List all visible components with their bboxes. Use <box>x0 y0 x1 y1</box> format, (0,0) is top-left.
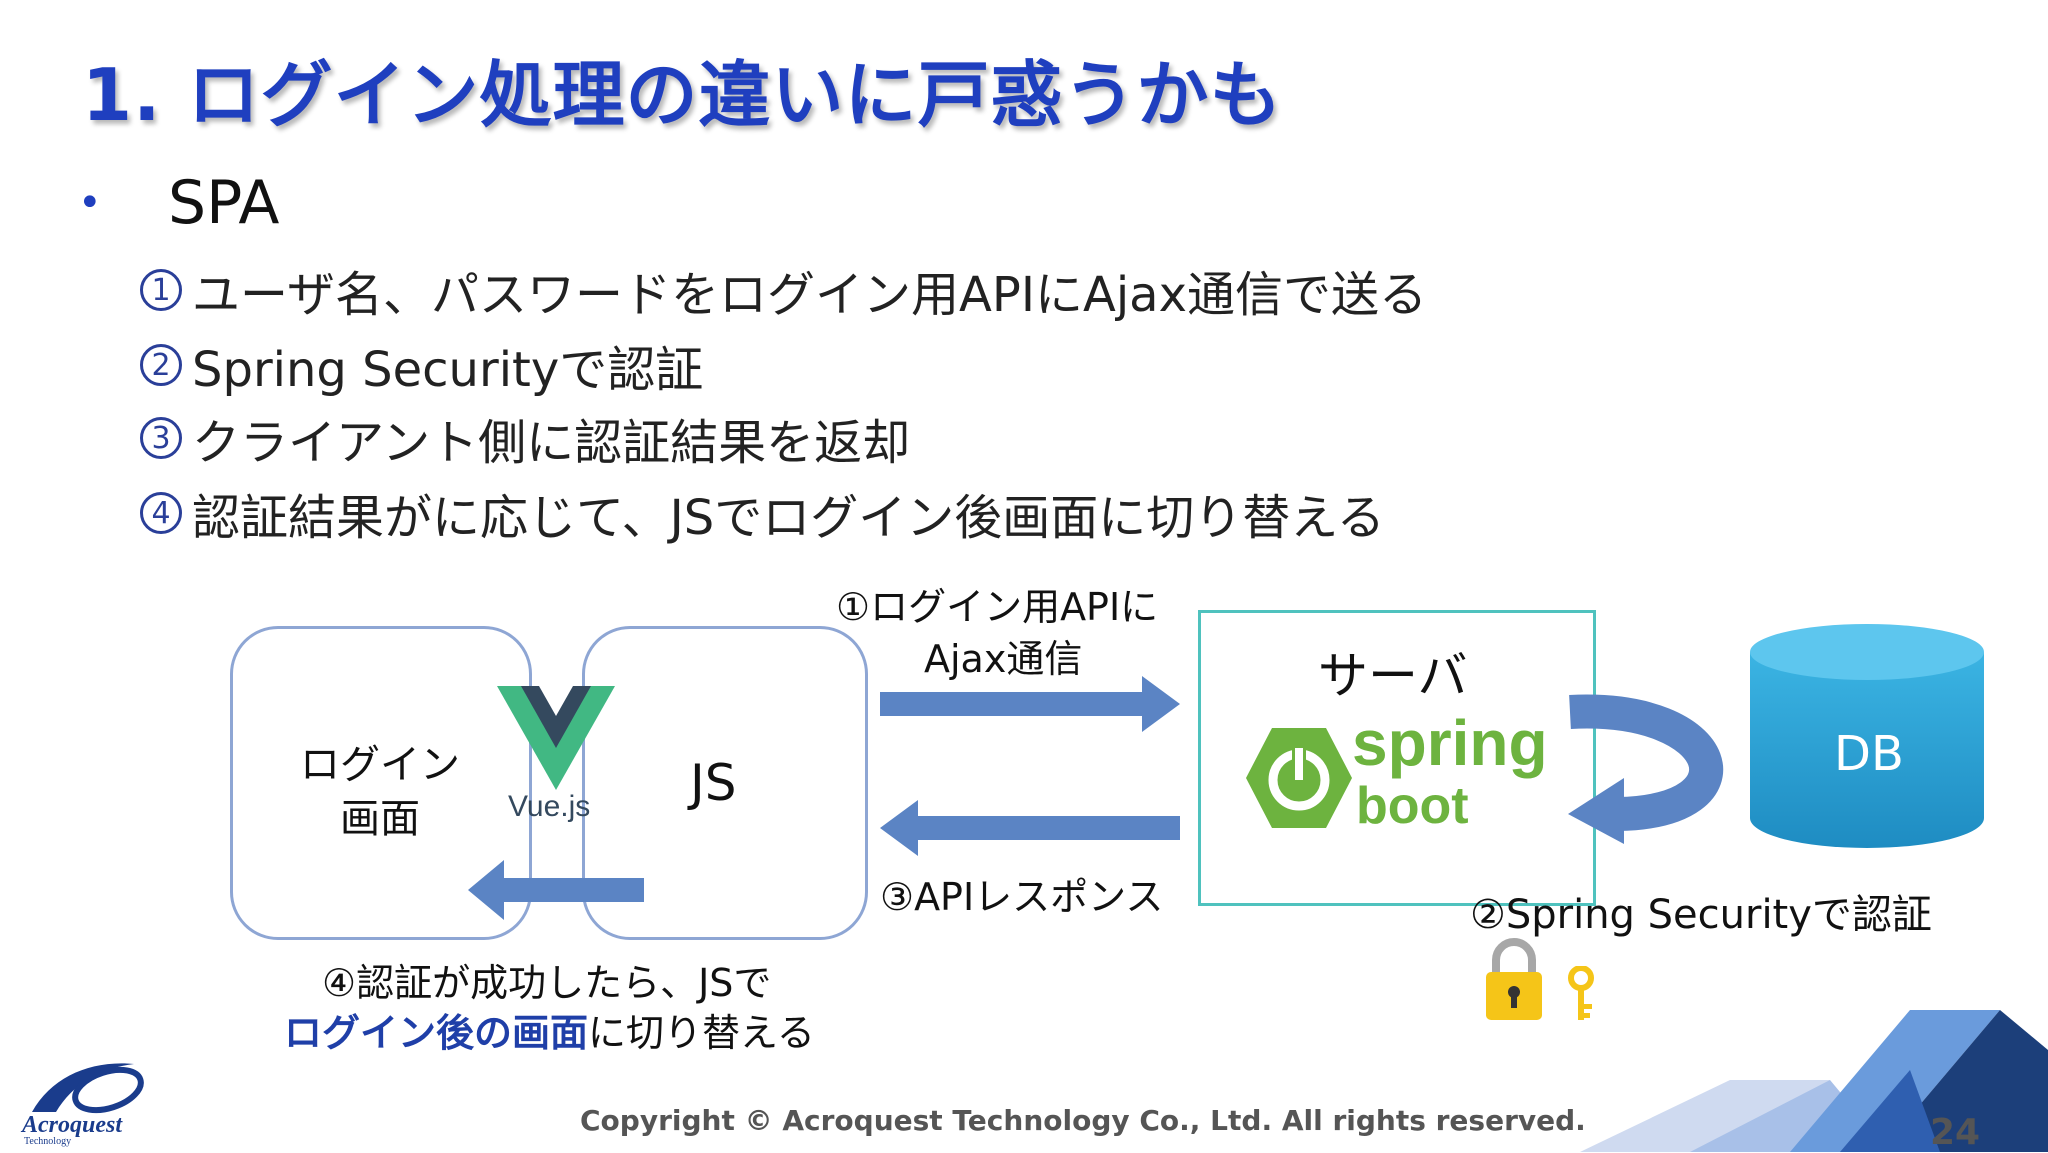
acroquest-logo-icon <box>32 1063 144 1114</box>
response-arrow-icon <box>880 800 1180 856</box>
page-number: 24 <box>1930 1112 1981 1153</box>
step-text-3: クライアント側に認証結果を返却 <box>192 415 911 471</box>
decorative-triangles-icon <box>1580 1010 2048 1152</box>
step-text-2: Spring Securityで認証 <box>192 342 704 398</box>
switch-label-1: ④認証が成功したら、JSで <box>322 961 772 1005</box>
switch-label-rest: に切り替える <box>588 1011 815 1055</box>
logo-text: Acroquest <box>22 1112 123 1138</box>
db-label: DB <box>1834 726 1904 782</box>
copyright-text: Copyright © Acroquest Technology Co., Lt… <box>580 1104 1586 1137</box>
request-label-1: ①ログイン用APIに <box>836 585 1159 629</box>
slide-title: 1. ログイン処理の違いに戸惑うかも <box>82 53 1283 137</box>
response-label: ③APIレスポンス <box>880 875 1164 919</box>
step-number-1: 1 <box>140 269 182 311</box>
lock-icon <box>1486 938 1542 1020</box>
server-label: サーバ <box>1318 647 1468 705</box>
key-icon <box>1568 966 1594 1020</box>
bullet-label: SPA <box>168 168 280 238</box>
vue-label: Vue.js <box>508 790 591 823</box>
step-number-4: 4 <box>140 492 182 534</box>
logo-subtext: Technology <box>24 1136 72 1147</box>
vue-logo-icon <box>497 686 615 790</box>
step-text-1: ユーザ名、パスワードをログイン用APIにAjax通信で送る <box>192 267 1427 323</box>
step-2: 2 Spring Securityで認証 <box>140 330 703 400</box>
step-3: 3 クライアント側に認証結果を返却 <box>140 403 910 473</box>
switch-screen-arrow-icon <box>468 860 644 920</box>
boot-label: boot <box>1356 777 1469 835</box>
switch-label-strong: ログイン後の画面 <box>284 1011 589 1055</box>
request-label-2: Ajax通信 <box>924 637 1083 681</box>
step-number-3: 3 <box>140 417 182 459</box>
step-1: 1 ユーザ名、パスワードをログイン用APIにAjax通信で送る <box>140 255 1427 325</box>
login-screen-label-2: 画面 <box>340 796 420 842</box>
request-arrow-icon <box>880 676 1180 732</box>
auth-label: ②Spring Securityで認証 <box>1470 892 1932 938</box>
step-text-4: 認証結果がに応じて、JSでログイン後画面に切り替える <box>192 490 1385 546</box>
spring-label: spring <box>1352 707 1548 779</box>
login-screen-label-1: ログイン <box>300 742 460 788</box>
step-4: 4 認証結果がに応じて、JSでログイン後画面に切り替える <box>140 478 1385 548</box>
auth-loop-arrow-icon <box>1568 694 1724 844</box>
js-label: JS <box>690 754 737 812</box>
spring-power-icon <box>1246 728 1352 828</box>
database-icon <box>1750 624 1984 848</box>
step-number-2: 2 <box>140 344 182 386</box>
bullet-marker: • <box>78 180 102 226</box>
switch-label-2: ログイン後の画面に切り替える <box>284 1002 815 1057</box>
